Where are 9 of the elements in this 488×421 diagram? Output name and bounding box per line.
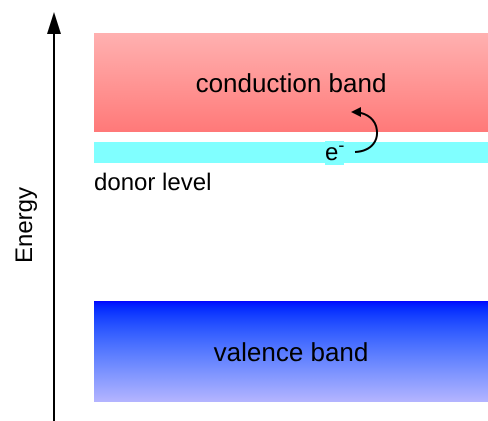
energy-band	[94, 301, 488, 402]
band-label: conduction band	[196, 70, 386, 96]
donor-level-bar	[94, 142, 488, 163]
axis-label: Energy	[13, 186, 37, 265]
energy-band	[94, 33, 488, 132]
band-label: valence band	[214, 338, 368, 364]
curved-arrow	[351, 107, 378, 153]
level-label: donor level	[94, 171, 212, 195]
edge-label: e$^{-}$	[325, 141, 344, 165]
